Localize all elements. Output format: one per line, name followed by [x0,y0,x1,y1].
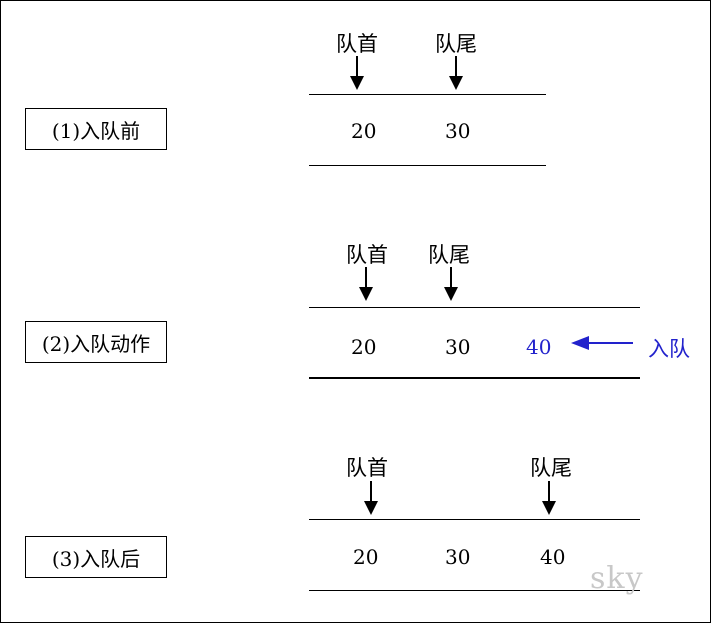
stage3-head-arrow-icon [364,481,378,515]
stage1-tail-label: 队尾 [435,32,477,56]
stage2-value: 20 [351,335,377,359]
stage3-label: (3)入队后 [51,546,141,571]
stage1-value: 20 [351,119,377,143]
stage1-bottom-line [309,165,546,166]
stage1-label: (1)入队前 [51,118,141,143]
stage1-top-line [309,94,546,95]
stage1-head-label: 队首 [336,32,378,56]
watermark: sky [590,561,644,596]
enqueue-arrow-icon [571,336,633,350]
stage1-value: 30 [445,119,471,143]
stage2-value: 30 [445,335,471,359]
stage3-value: 30 [445,545,471,569]
stage2-label: (2)入队动作 [41,331,151,356]
stage2-top-line [309,307,640,308]
enqueue-label: 入队 [648,337,690,361]
stage2-tail-arrow-icon [444,267,458,301]
stage3-head-label: 队首 [346,456,388,480]
stage3-value: 40 [540,545,566,569]
stage3-bottom-line [309,590,640,591]
stage1-head-arrow-icon [350,56,364,90]
stage3-value: 20 [353,545,379,569]
stage2-head-label: 队首 [346,243,388,267]
stage3-tail-label: 队尾 [530,456,572,480]
stage2-label-box: (2)入队动作 [25,321,167,363]
stage2-head-arrow-icon [359,267,373,301]
stage3-top-line [309,519,640,520]
stage1-tail-arrow-icon [449,56,463,90]
stage3-label-box: (3)入队后 [25,536,167,578]
stage2-bottom-line [309,377,640,379]
stage3-tail-arrow-icon [542,481,556,515]
stage1-label-box: (1)入队前 [25,108,167,150]
stage2-new-value: 40 [526,335,552,359]
stage2-tail-label: 队尾 [428,243,470,267]
